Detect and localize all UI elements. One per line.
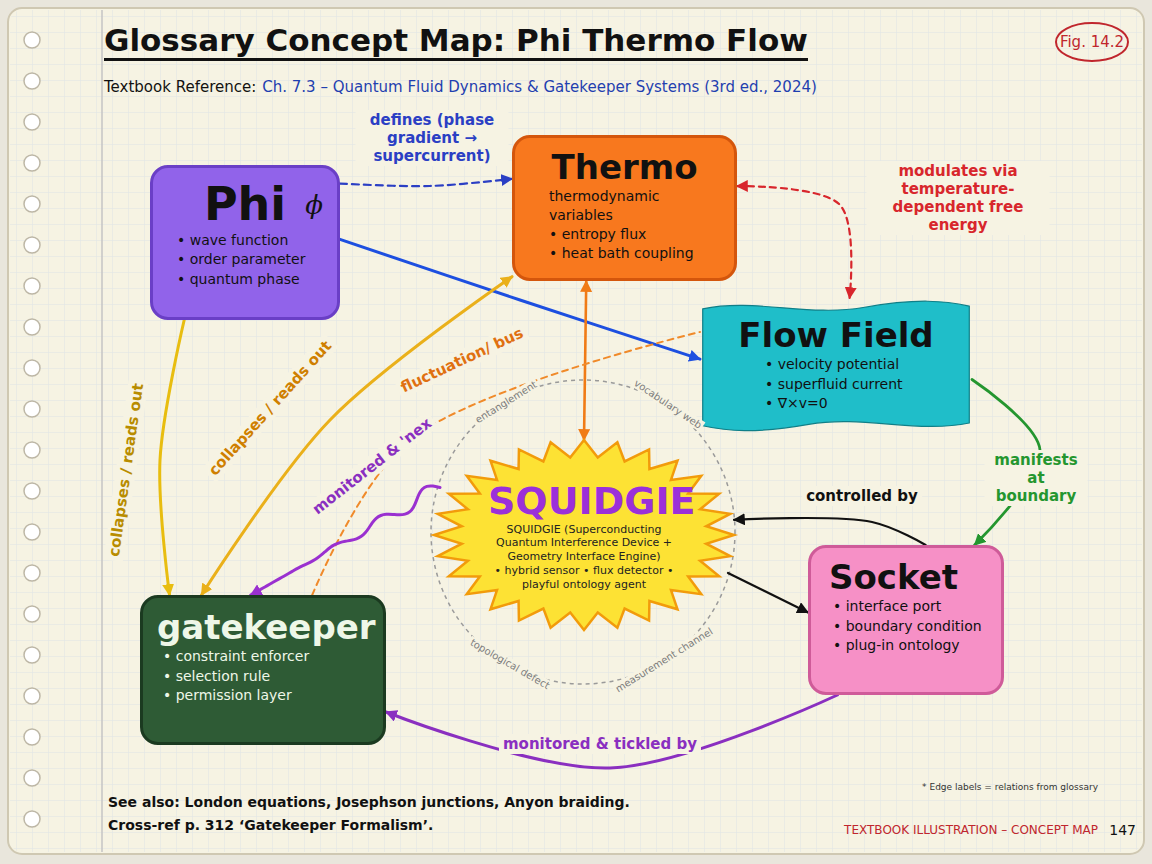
binder-hole [24,360,40,376]
node-bullet: • plug-in ontology [825,636,987,656]
node-title: Socket [825,558,987,597]
ring-word: topological defect [467,636,554,692]
concept-box: Socket• interface port• boundary conditi… [808,545,1004,695]
reference-label: Textbook Reference: [104,78,256,96]
see-also-note: See also: London equations, Josephson ju… [108,794,630,810]
binder-hole [24,155,40,171]
binder-hole [24,73,40,89]
node-title: Phi [167,178,323,231]
wave-band: Flow Field• velocity potential• superflu… [700,298,972,434]
starburst-fill [434,440,734,630]
edge-label: monitored & tickled by [499,734,701,754]
binder-hole [24,278,40,294]
connector [386,695,837,768]
connector [728,573,808,613]
binder-hole [24,196,40,212]
binder-hole [24,32,40,48]
binder-hole [24,729,40,745]
node-bullet: • velocity potential [720,355,952,375]
binder-hole [24,237,40,253]
edge-label: defines (phase gradient → supercurrent) [356,110,509,166]
page-title: Glossary Concept Map: Phi Thermo Flow [104,22,808,61]
ring-word: entanglement [472,378,541,427]
binder-holes [24,32,40,827]
connector [340,179,512,186]
binder-hole [24,770,40,786]
binder-hole [24,483,40,499]
connector [251,486,440,595]
illustration-stamp: TEXTBOOK ILLUSTRATION – CONCEPT MAP [844,823,1098,837]
edge-label: manifests at boundary [985,450,1088,506]
binder-hole [24,606,40,622]
wave-fill [703,301,970,430]
binder-hole [24,647,40,663]
edge-label: controlled by [802,486,922,506]
binder-hole [24,401,40,417]
connector [734,518,926,545]
node-subtitle: thermodynamic variables [529,187,720,225]
node-bullet: • boundary condition [825,617,987,637]
binder-hole [24,442,40,458]
node-title: gatekeeper [157,608,369,647]
edge-label: collapses / reads out [201,333,338,482]
node-bullet: • permission layer [157,686,369,706]
node-bullet: • quantum phase [167,270,323,290]
binder-hole [24,319,40,335]
cross-reference-note: Cross-ref p. 312 ‘Gatekeeper Formalism’. [108,817,433,833]
concept-box: Thermothermodynamic variables• entropy f… [512,135,737,281]
node-title: Thermo [529,148,720,187]
node-bullet: • wave function [167,231,323,251]
figure-number: Fig. 14.2 [1060,33,1124,51]
node-subtitle: SQUIDGIE (Superconducting Quantum Interf… [488,523,680,564]
grid-lines [10,10,1142,852]
paper-sheet [8,8,1144,854]
node-bullet: • ∇×v=0 [720,394,952,414]
binder-hole [24,114,40,130]
footnote: * Edge labels = relations from glossary [922,782,1098,792]
edge-label: fluctuation/ bus [394,321,530,399]
reference-text: Ch. 7.3 – Quantum Fluid Dynamics & Gatek… [262,78,817,96]
figure-circle [1056,23,1128,61]
node-bullet: • interface port [825,597,987,617]
binder-hole [24,524,40,540]
edge-label: monitored & 'nex [305,411,439,522]
node-title: Flow Field [720,316,952,355]
concept-box: gatekeeper• constraint enforcer• selecti… [140,595,386,745]
edge-label: collapses / reads out [103,378,148,562]
connector [737,186,851,298]
binder-hole [24,688,40,704]
page-number: 147 [1109,822,1136,838]
connector [584,281,586,440]
ring-word: vocabulary web [630,376,705,432]
ring-word: measurement channel [612,624,717,695]
node-bullet: • selection rule [157,667,369,687]
node-bullet: • heat bath coupling [529,244,720,264]
concept-box: Phiϕ • wave function• order parameter• qu… [150,165,340,320]
starburst-node: SQUIDGIESQUIDGIE (Superconducting Quantu… [434,440,734,630]
margin-line [101,10,103,852]
node-bullet: • entropy flux [529,225,720,245]
node-symbol: ϕ [305,190,323,220]
node-bullet: • hybrid sensor • flux detector • playfu… [488,564,680,592]
node-bullet: • constraint enforcer [157,647,369,667]
binder-hole [24,811,40,827]
connector [160,320,184,595]
node-bullet: • order parameter [167,250,323,270]
edge-label: modulates via temperature-dependent free… [867,161,1050,235]
node-title: SQUIDGIE [488,479,680,523]
node-bullet: • superfluid current [720,375,952,395]
binder-hole [24,565,40,581]
